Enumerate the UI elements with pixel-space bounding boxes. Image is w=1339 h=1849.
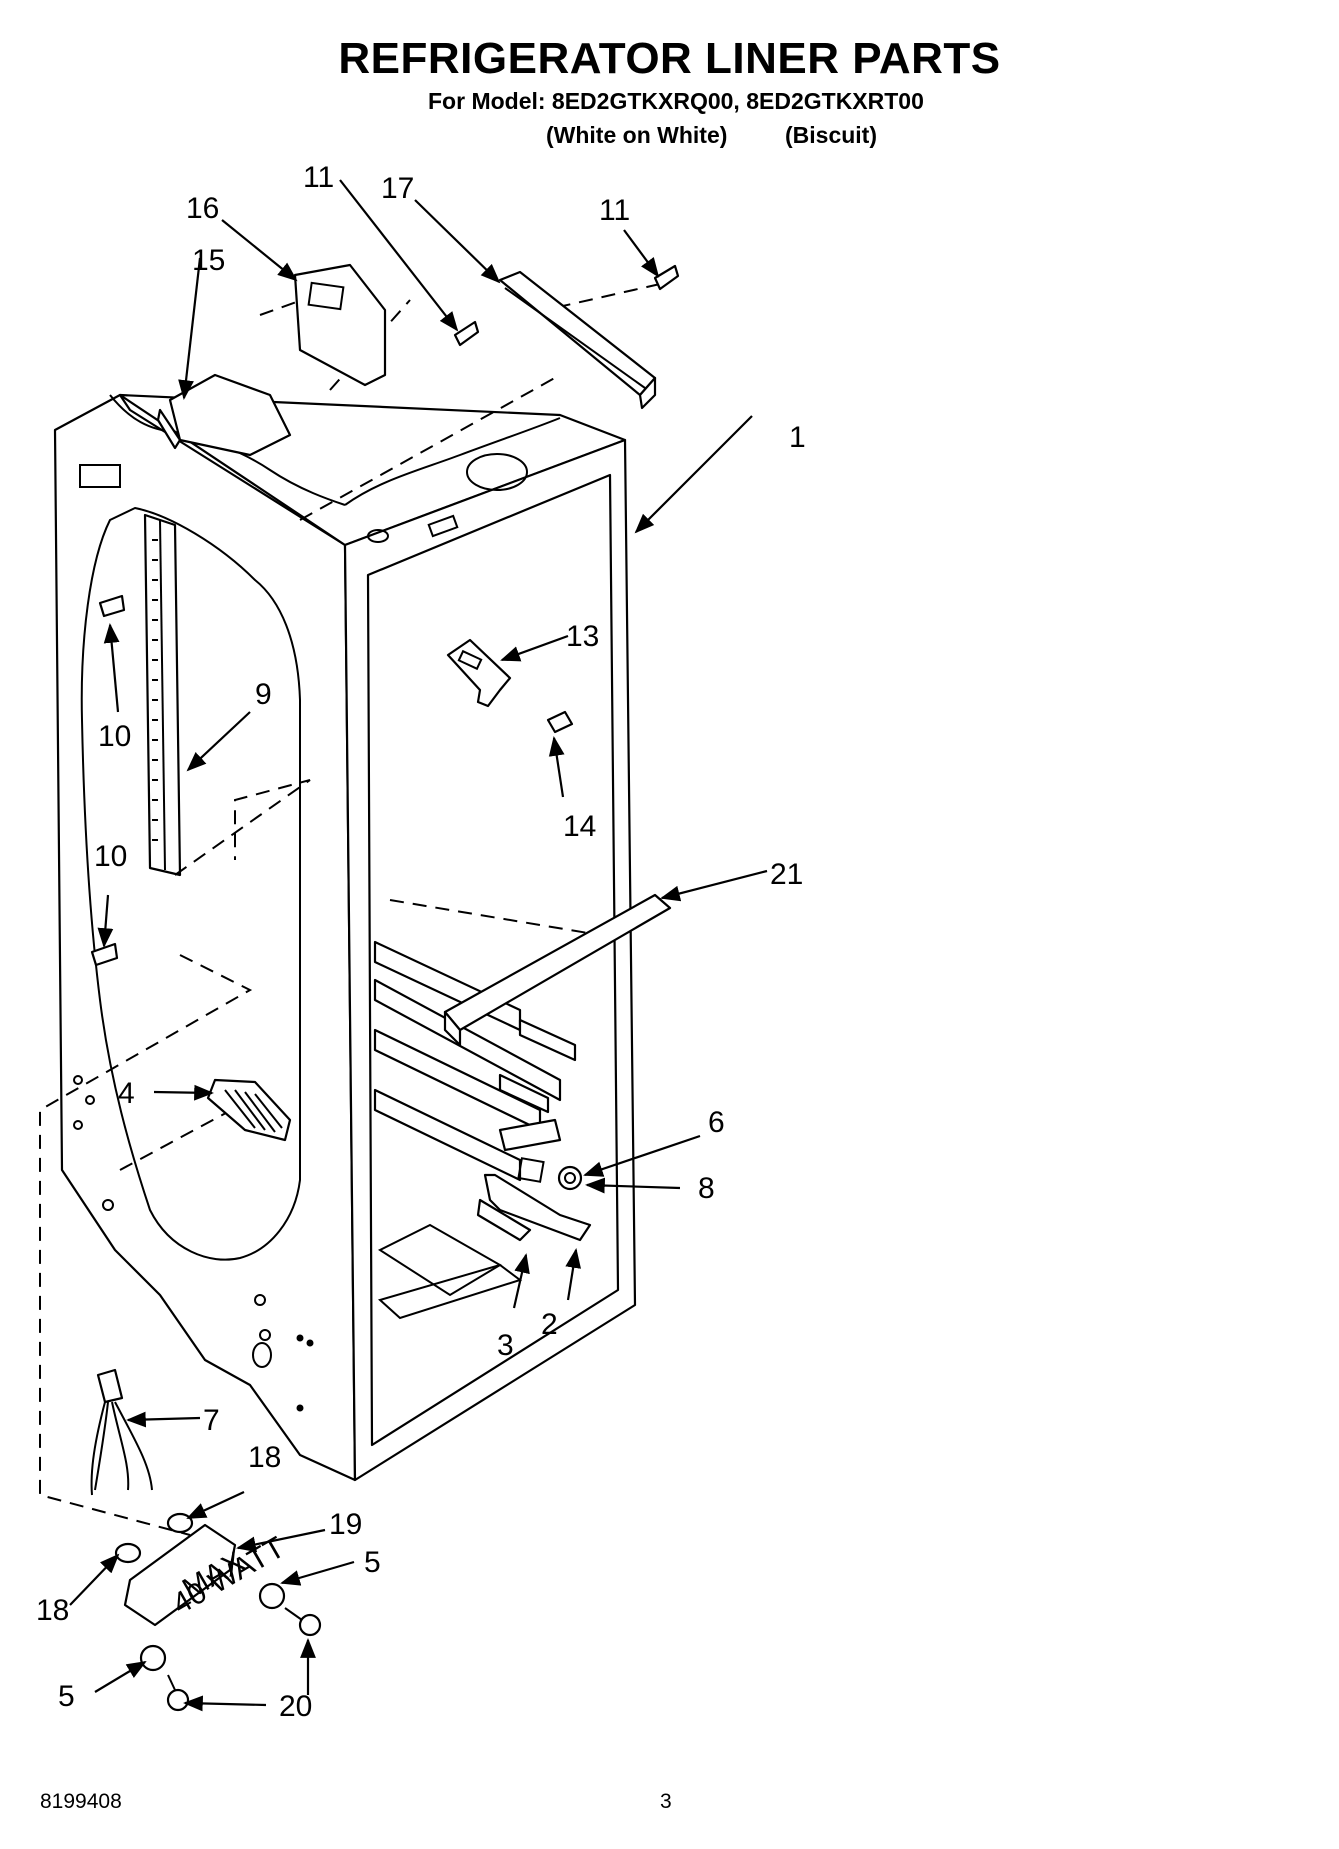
- callout-11-right: 11: [599, 194, 630, 227]
- callout-5-right: 5: [364, 1546, 381, 1579]
- interior-rails: [373, 940, 577, 1182]
- model-line: For Model: 8ED2GTKXRQ00, 8ED2GTKXRT00: [428, 88, 924, 114]
- light-socket-assembly: [156, 373, 292, 457]
- lamp-socket-left: [139, 1644, 167, 1672]
- shelf-support-bar: [443, 893, 672, 1047]
- clip-upper: [166, 1512, 194, 1534]
- callout-18-left: 18: [36, 1594, 69, 1627]
- liner-bracket: [446, 638, 512, 708]
- top-trim-channel: [498, 270, 657, 410]
- page-number: 3: [660, 1790, 672, 1813]
- lower-brackets: [476, 1157, 592, 1242]
- callout-4: 4: [118, 1077, 135, 1110]
- callout-16: 16: [186, 192, 219, 225]
- light-bulb-left: [166, 1674, 190, 1712]
- callout-10-upper: 10: [98, 720, 131, 753]
- callout-11-left: 11: [303, 161, 334, 194]
- variant-biscuit: (Biscuit): [785, 122, 877, 148]
- leader-lines: [69, 179, 768, 1712]
- callout-5-left: 5: [58, 1680, 75, 1713]
- variant-white: (White on White): [546, 122, 728, 148]
- lamp-housing: MAX 40 WATT: [123, 1523, 290, 1627]
- screw-14: [546, 710, 574, 734]
- callout-7: 7: [203, 1404, 220, 1437]
- callout-17: 17: [381, 172, 414, 205]
- screw-11-left: [453, 320, 480, 347]
- light-bulb-right: [284, 1607, 322, 1637]
- callout-18-top: 18: [248, 1441, 281, 1474]
- callout-labels: 1 2 3 4 5 5 6 7 8 9 10 10 11 11 13 14 15…: [36, 161, 806, 1723]
- callout-9: 9: [255, 678, 272, 711]
- control-knob: [557, 1165, 583, 1191]
- callout-3: 3: [497, 1329, 514, 1362]
- callout-13: 13: [566, 620, 599, 653]
- screw-10-upper: [98, 594, 126, 618]
- light-bracket: [293, 263, 387, 387]
- wire-harness: [90, 1368, 153, 1496]
- shelf-ladder-rail: [143, 513, 182, 877]
- document-number: 8199408: [40, 1790, 122, 1813]
- callout-21: 21: [770, 858, 803, 891]
- lamp-socket-right: [258, 1582, 286, 1610]
- clip-lower: [114, 1542, 142, 1564]
- callout-19: 19: [329, 1508, 362, 1541]
- callout-15: 15: [192, 244, 225, 277]
- callout-2: 2: [541, 1308, 558, 1341]
- callout-14: 14: [563, 810, 596, 843]
- page-title: REFRIGERATOR LINER PARTS: [338, 34, 1001, 83]
- callout-20: 20: [279, 1690, 312, 1723]
- callout-6: 6: [708, 1106, 725, 1139]
- screw-11-right: [653, 264, 680, 291]
- callout-10-lower: 10: [94, 840, 127, 873]
- callout-1: 1: [789, 421, 806, 454]
- callout-8: 8: [698, 1172, 715, 1205]
